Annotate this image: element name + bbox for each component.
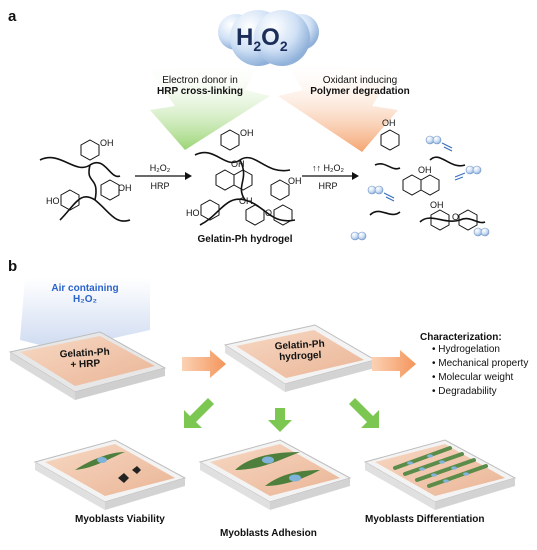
plate-gelatin-hydrogel [223,324,377,392]
gelatin-ph-chains-left [39,156,131,222]
process-arrow-1 [182,350,226,378]
air-h2o2-cone [20,278,150,350]
oh-label-mid-1: OH [240,128,254,138]
crosslinked-phenol-icon [200,129,293,226]
plate-viability [33,439,187,510]
hydrogel-label: Gelatin-Ph hydrogel [197,234,293,245]
degraded-phenol-icon [380,129,478,231]
oh-label-left-1: OH [100,138,114,148]
orange-arrow-icon [278,60,398,152]
characterization-list: Hydrogelation Mechanical property Molecu… [420,343,535,399]
right-caption-line1: Oxidant inducing [322,75,398,86]
characterization-item: Mechanical property [432,357,535,371]
characterization-item: Molecular weight [432,371,535,385]
characterization-item: Hydrogelation [432,343,535,357]
air-label-line1: Air containing [51,283,119,294]
h2o2-sub2: 2 [279,37,288,54]
right-caption: Oxidant inducing Polymer degradation [290,75,430,97]
h2o2-molecule-icon [218,10,319,66]
green-down-arrow-right [348,398,379,428]
process-arrow-2 [372,350,416,378]
label-differentiation: Myoblasts Differentiation [365,514,485,525]
characterization-block: Characterization: Hydrogelation Mechanic… [420,332,535,399]
h2o2-h: H [236,24,254,51]
plate-gelatin-hrp [8,331,167,400]
ho-label-left: HO [46,196,60,206]
degraded-chains-icon [369,156,486,224]
air-label-line2: H₂O₂ [73,294,97,305]
green-down-arrow-left [184,398,215,428]
oh-label-mid-2: OH [231,159,245,169]
left-caption: Electron donor in HRP cross-linking [130,75,270,97]
h2o2-title: H2O2 [236,24,288,54]
characterization-item: Degradability [432,385,535,399]
label-viability: Myoblasts Viability [75,514,165,525]
panel-letter-b: b [8,258,18,275]
oh-label-right-1: OH [382,118,396,128]
reaction-arrow-1 [135,172,192,180]
phenol-ring-icon [60,139,120,211]
arrow1-bottom: HRP [150,181,170,191]
green-down-arrow-center [268,408,292,432]
reaction-arrow-2 [302,172,359,180]
ho-label-mid: HO [186,208,200,218]
oh-label-mid-4: OH [239,196,253,206]
o-label-mid: O [265,208,273,218]
arrow2-top: ↑↑ H₂O₂ [312,163,344,173]
oh-label-right-3: OH [430,200,444,210]
right-caption-line2: Polymer degradation [310,86,410,97]
h2o2-small-molecule-icon [350,135,490,241]
plate-differentiation [363,439,517,510]
plate-adhesion [198,439,352,510]
left-caption-line2: HRP cross-linking [157,86,243,97]
oh-label-right-2: OH [418,165,432,175]
oh-label-mid-3: OH [288,176,302,186]
h2o2-o: O [261,24,280,51]
panel-letter-a: a [8,8,17,25]
arrow1-top: H₂O₂ [149,163,171,173]
arrow2-bottom: HRP [318,181,338,191]
label-adhesion: Myoblasts Adhesion [220,528,317,539]
left-caption-line1: Electron donor in [162,75,238,86]
green-arrow-icon [150,60,270,150]
hydrogel-network-icon [194,151,296,226]
air-label: Air containing H₂O₂ [25,283,145,305]
h2o2-sub1: 2 [253,37,262,54]
o-label-right: O [452,212,460,222]
characterization-title: Characterization: [420,332,502,343]
oh-label-left-2: OH [118,183,132,193]
